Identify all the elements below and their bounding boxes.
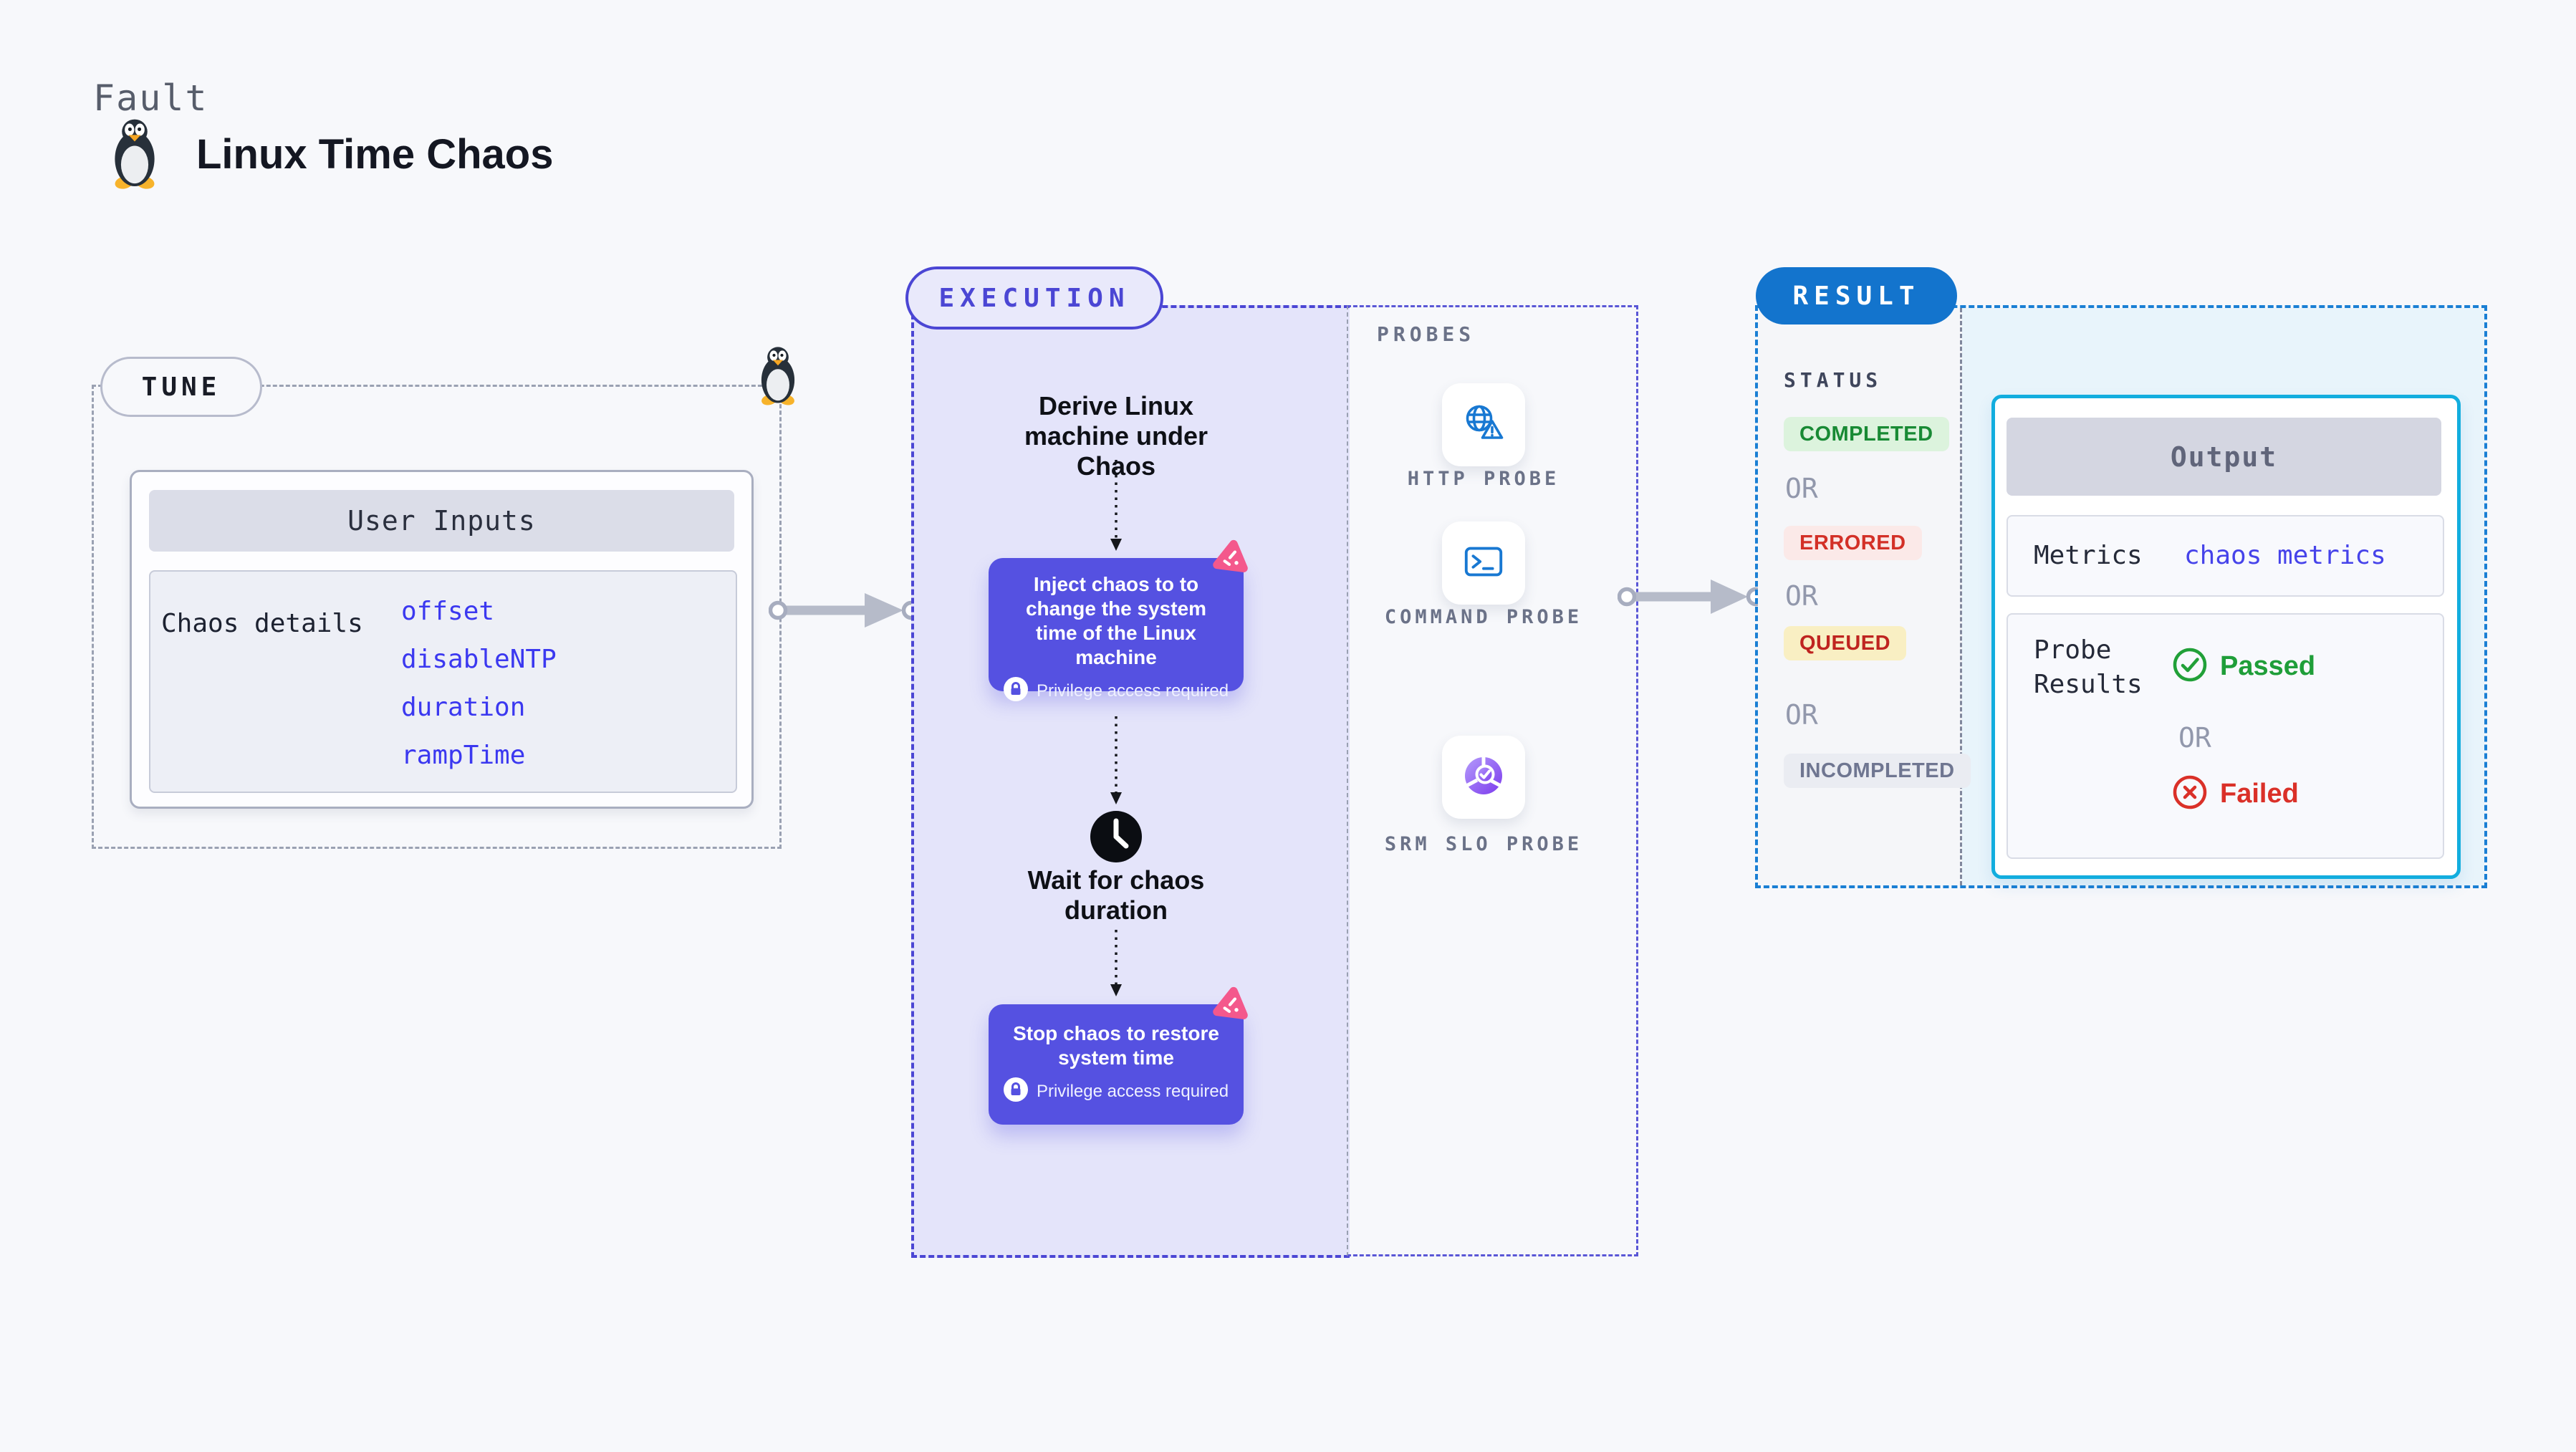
fault-kicker: Fault xyxy=(93,77,208,119)
command-probe-card xyxy=(1442,521,1525,605)
metrics-value: chaos metrics xyxy=(2184,541,2386,570)
status-badge-errored: ERRORED xyxy=(1784,526,1922,560)
output-box: Output Metrics chaos metrics Probe Resul… xyxy=(1991,395,2461,879)
clock-icon xyxy=(1090,810,1143,863)
result-pill: RESULT xyxy=(1756,267,1957,324)
globe-alert-icon xyxy=(1461,400,1506,450)
dotted-arrow-down-icon xyxy=(1107,460,1125,552)
metrics-label: Metrics xyxy=(2034,541,2143,570)
or-label: OR xyxy=(1785,473,1818,504)
tune-pill: TUNE xyxy=(100,357,262,417)
chaos-details-label: Chaos details xyxy=(161,609,363,638)
execution-to-result-arrow xyxy=(1617,578,1766,615)
chaos-litmus-icon xyxy=(1211,984,1252,1026)
stop-chaos-text: Stop chaos to restore system time xyxy=(1013,1022,1219,1069)
tunable-disablentp: disableNTP xyxy=(401,645,557,674)
chaos-details-panel xyxy=(149,570,737,793)
x-circle-icon xyxy=(2171,774,2209,814)
probe-results-label: Probe Results xyxy=(2034,635,2143,699)
http-probe-card xyxy=(1442,383,1525,466)
slo-donut-icon xyxy=(1461,753,1506,802)
privilege-label: Privilege access required xyxy=(1036,1081,1229,1101)
lock-icon xyxy=(1003,1077,1028,1105)
output-title: Output xyxy=(2007,418,2441,496)
inject-chaos-node: Inject chaos to to change the system tim… xyxy=(989,558,1244,701)
status-column xyxy=(1758,308,1962,885)
status-label: STATUS xyxy=(1784,368,1883,392)
tux-penguin-small-icon xyxy=(754,342,802,408)
derive-step-text: Derive Linux machine under Chaos xyxy=(1024,391,1208,481)
check-circle-icon xyxy=(2171,646,2209,687)
tunable-ramptime: rampTime xyxy=(401,741,526,770)
terminal-icon xyxy=(1461,539,1506,587)
srm-slo-probe-label: SRM SLO PROBE xyxy=(1384,833,1583,855)
privilege-label: Privilege access required xyxy=(1036,681,1229,701)
status-badge-queued: QUEUED xyxy=(1784,626,1907,660)
inject-chaos-text: Inject chaos to to change the system tim… xyxy=(1025,573,1207,668)
probes-zone-label: PROBES xyxy=(1377,322,1476,346)
http-probe-label: HTTP PROBE xyxy=(1407,468,1560,490)
user-inputs-title: User Inputs xyxy=(149,490,734,552)
tune-to-execution-arrow xyxy=(768,592,921,629)
tux-penguin-icon xyxy=(105,117,165,189)
srm-slo-probe-card xyxy=(1442,736,1525,819)
tunable-duration: duration xyxy=(401,693,526,722)
probe-results-row: Probe Results Passed OR xyxy=(2007,613,2444,859)
failed-label: Failed xyxy=(2220,779,2299,809)
tunable-offset: offset xyxy=(401,597,495,626)
status-badge-completed: COMPLETED xyxy=(1784,417,1949,451)
metrics-row: Metrics chaos metrics xyxy=(2007,515,2444,597)
passed-label: Passed xyxy=(2220,651,2316,681)
wait-step-text: Wait for chaos duration xyxy=(1027,865,1205,925)
command-probe-label: COMMAND PROBE xyxy=(1384,606,1583,628)
or-label: OR xyxy=(2178,722,2211,754)
dotted-arrow-down-icon xyxy=(1107,716,1125,805)
probes-zone xyxy=(1347,305,1638,1256)
lock-icon xyxy=(1003,677,1028,705)
or-label: OR xyxy=(1785,580,1818,612)
page-title: Linux Time Chaos xyxy=(196,131,554,178)
dotted-arrow-down-icon xyxy=(1107,930,1125,997)
user-inputs-card: User Inputs xyxy=(130,470,754,809)
status-badge-incompleted: INCOMPLETED xyxy=(1784,754,1971,788)
or-label: OR xyxy=(1785,699,1818,731)
stop-chaos-node: Stop chaos to restore system time Privil… xyxy=(989,1004,1244,1125)
chaos-litmus-icon xyxy=(1211,537,1252,579)
execution-pill: EXECUTION xyxy=(905,266,1163,330)
